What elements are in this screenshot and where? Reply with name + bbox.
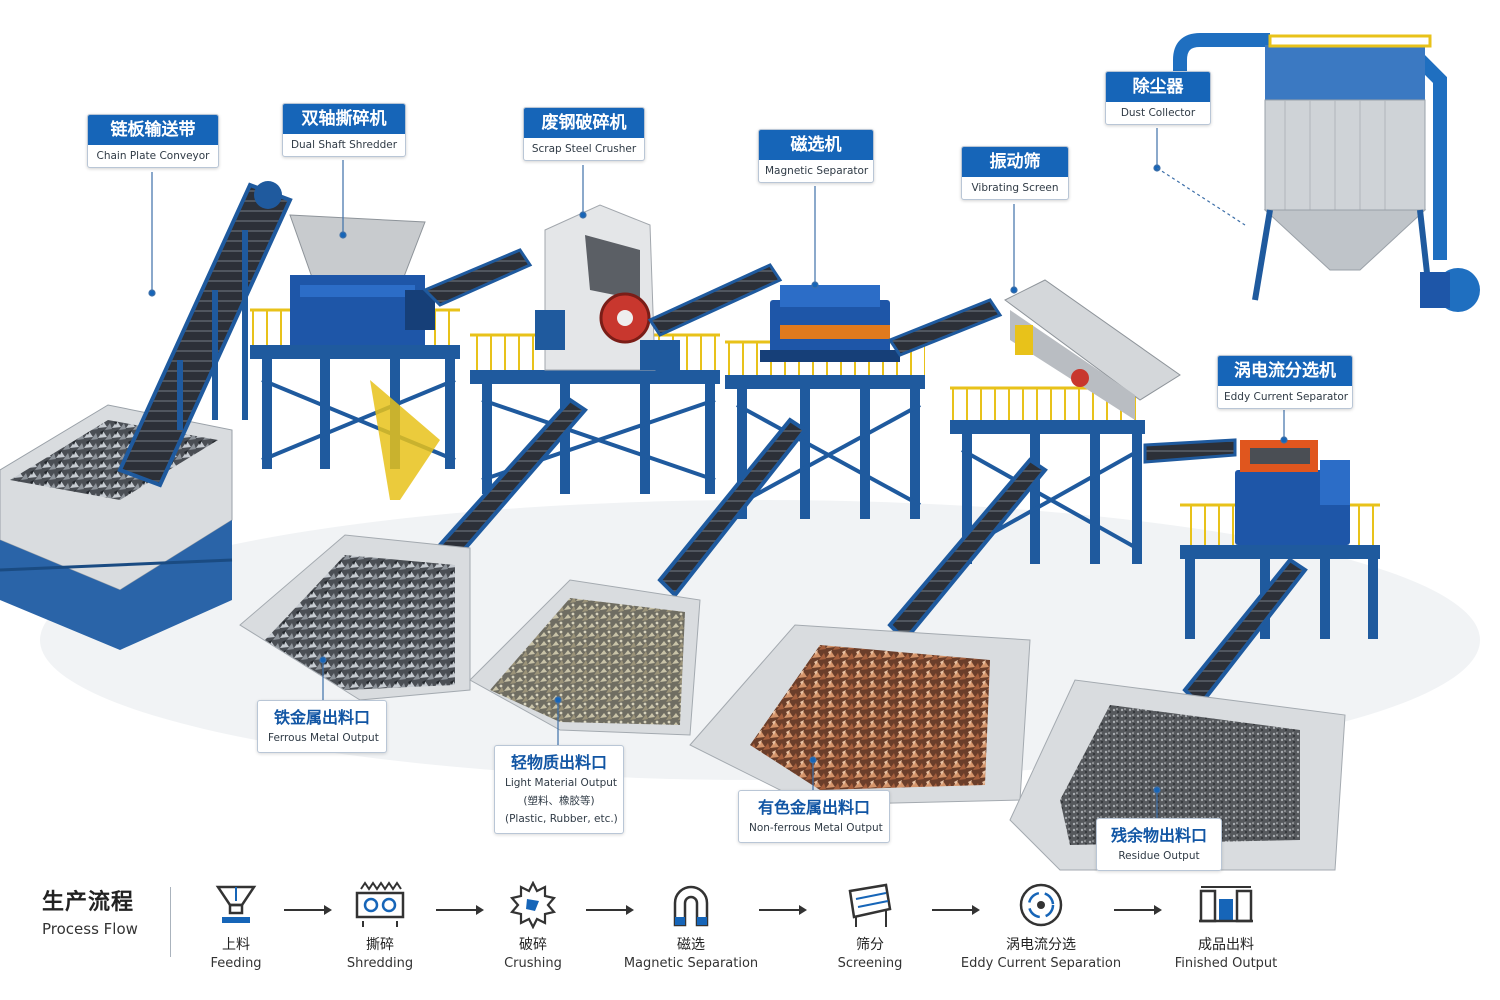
label-en: Magnetic Separator (765, 165, 869, 177)
step-zh: 筛分 (856, 937, 884, 953)
non-ferrous-output-bin (689, 624, 1031, 806)
scrap-steel-crusher-machine (535, 204, 680, 371)
label-scrap-steel-crusher: 废钢破碎机 Scrap Steel Crusher (523, 107, 645, 161)
label-zh: 双轴撕碎机 (283, 104, 405, 134)
feed-hopper (0, 404, 233, 650)
process-flow-title-en: Process Flow (42, 920, 138, 938)
label-zh: 除尘器 (1106, 72, 1210, 102)
label-en: Dual Shaft Shredder (290, 139, 398, 151)
dual-shaft-shredder-machine (289, 214, 435, 345)
arrow-icon (1114, 905, 1162, 915)
leader-lines (148, 128, 1288, 818)
step-zh: 磁选 (677, 937, 705, 953)
label-chain-plate-conveyor: 链板输送带 Chain Plate Conveyor (87, 114, 219, 168)
magnetic-platform (725, 340, 925, 519)
label-ferrous-metal-output: 铁金属出料口 Ferrous Metal Output (257, 700, 387, 753)
step-zh: 破碎 (519, 937, 547, 953)
label-zh-note: (塑料、橡胶等) (523, 795, 595, 807)
label-zh: 残余物出料口 (1110, 826, 1207, 845)
process-flow: 生产流程 Process Flow 上料 Feeding 撕碎 Shreddin… (0, 875, 1500, 1000)
label-eddy-current-separator: 涡电流分选机 Eddy Current Separator (1217, 355, 1353, 409)
flow-step-finished-output: 成品出料 Finished Output (1141, 881, 1311, 973)
step-en: Shredding (346, 956, 414, 971)
label-en-note: (Plastic, Rubber, etc.) (505, 813, 618, 825)
flow-step-crushing: 破碎 Crushing (448, 881, 618, 973)
arrow-icon (284, 905, 332, 915)
arrow-icon (436, 905, 484, 915)
label-residue-output: 残余物出料口 Residue Output (1096, 818, 1222, 871)
label-zh: 振动筛 (962, 147, 1068, 177)
label-en: Scrap Steel Crusher (531, 143, 637, 155)
flow-step-screening: 筛分 Screening (785, 881, 955, 973)
step-en: Magnetic Separation (623, 956, 759, 971)
label-zh: 有色金属出料口 (757, 798, 870, 817)
label-dust-collector: 除尘器 Dust Collector (1105, 71, 1211, 125)
arrow-icon (586, 905, 634, 915)
flow-step-feeding: 上料 Feeding (151, 881, 321, 973)
chain-plate-conveyor-machine (117, 181, 293, 488)
flow-step-magnetic-separation: 磁选 Magnetic Separation (606, 881, 776, 973)
arrow-icon (932, 905, 980, 915)
label-en: Chain Plate Conveyor (96, 150, 210, 162)
flow-step-shredding: 撕碎 Shredding (295, 881, 465, 973)
hopper-icon (215, 885, 257, 923)
label-en: Light Material Output (505, 777, 618, 789)
magnetic-separator-machine (760, 285, 900, 362)
process-flow-title-zh: 生产流程 (42, 890, 135, 915)
ferrous-output-bin (239, 534, 471, 701)
divider (170, 887, 171, 957)
step-en: Finished Output (1174, 956, 1278, 971)
crusher-gear-icon (509, 881, 557, 929)
step-en: Screening (837, 956, 903, 971)
eddy-current-icon (1019, 883, 1063, 927)
label-zh: 轻物质出料口 (510, 753, 607, 772)
label-non-ferrous-metal-output: 有色金属出料口 Non-ferrous Metal Output (738, 790, 890, 843)
step-en: Eddy Current Separation (960, 956, 1122, 971)
label-light-material-output: 轻物质出料口 Light Material Output (塑料、橡胶等) (P… (494, 745, 624, 834)
vibrating-screen-machine (1004, 279, 1181, 420)
shredder-icon (355, 881, 405, 927)
label-en: Residue Output (1118, 850, 1200, 862)
step-zh: 涡电流分选 (1006, 937, 1076, 953)
label-en: Dust Collector (1120, 107, 1196, 119)
dust-collector-machine (1173, 33, 1480, 312)
magnet-icon (673, 885, 709, 927)
label-zh: 涡电流分选机 (1218, 356, 1352, 386)
step-en: Feeding (210, 956, 262, 971)
label-en: Vibrating Screen (971, 182, 1059, 194)
label-dual-shaft-shredder: 双轴撕碎机 Dual Shaft Shredder (282, 103, 406, 157)
label-zh: 磁选机 (759, 130, 873, 160)
label-en: Ferrous Metal Output (268, 732, 379, 744)
process-flow-title: 生产流程 Process Flow (42, 889, 138, 941)
step-zh: 成品出料 (1198, 937, 1254, 953)
label-zh: 铁金属出料口 (273, 708, 370, 727)
screen-icon (848, 883, 892, 927)
residue-output-bin (1009, 679, 1346, 871)
step-zh: 上料 (222, 937, 250, 953)
eddy-current-separator-machine (1235, 440, 1350, 545)
label-en: Non-ferrous Metal Output (749, 822, 883, 834)
output-bins-icon (1199, 886, 1253, 923)
label-vibrating-screen: 振动筛 Vibrating Screen (961, 146, 1069, 200)
step-en: Crushing (504, 956, 562, 971)
light-material-output-bin (469, 579, 701, 736)
flow-step-eddy-current-separation: 涡电流分选 Eddy Current Separation (956, 881, 1126, 973)
step-zh: 撕碎 (366, 937, 394, 953)
label-en: Eddy Current Separator (1224, 391, 1349, 403)
label-zh: 链板输送带 (88, 115, 218, 145)
label-magnetic-separator: 磁选机 Magnetic Separator (758, 129, 874, 183)
label-zh: 废钢破碎机 (524, 108, 644, 138)
arrow-icon (759, 905, 807, 915)
